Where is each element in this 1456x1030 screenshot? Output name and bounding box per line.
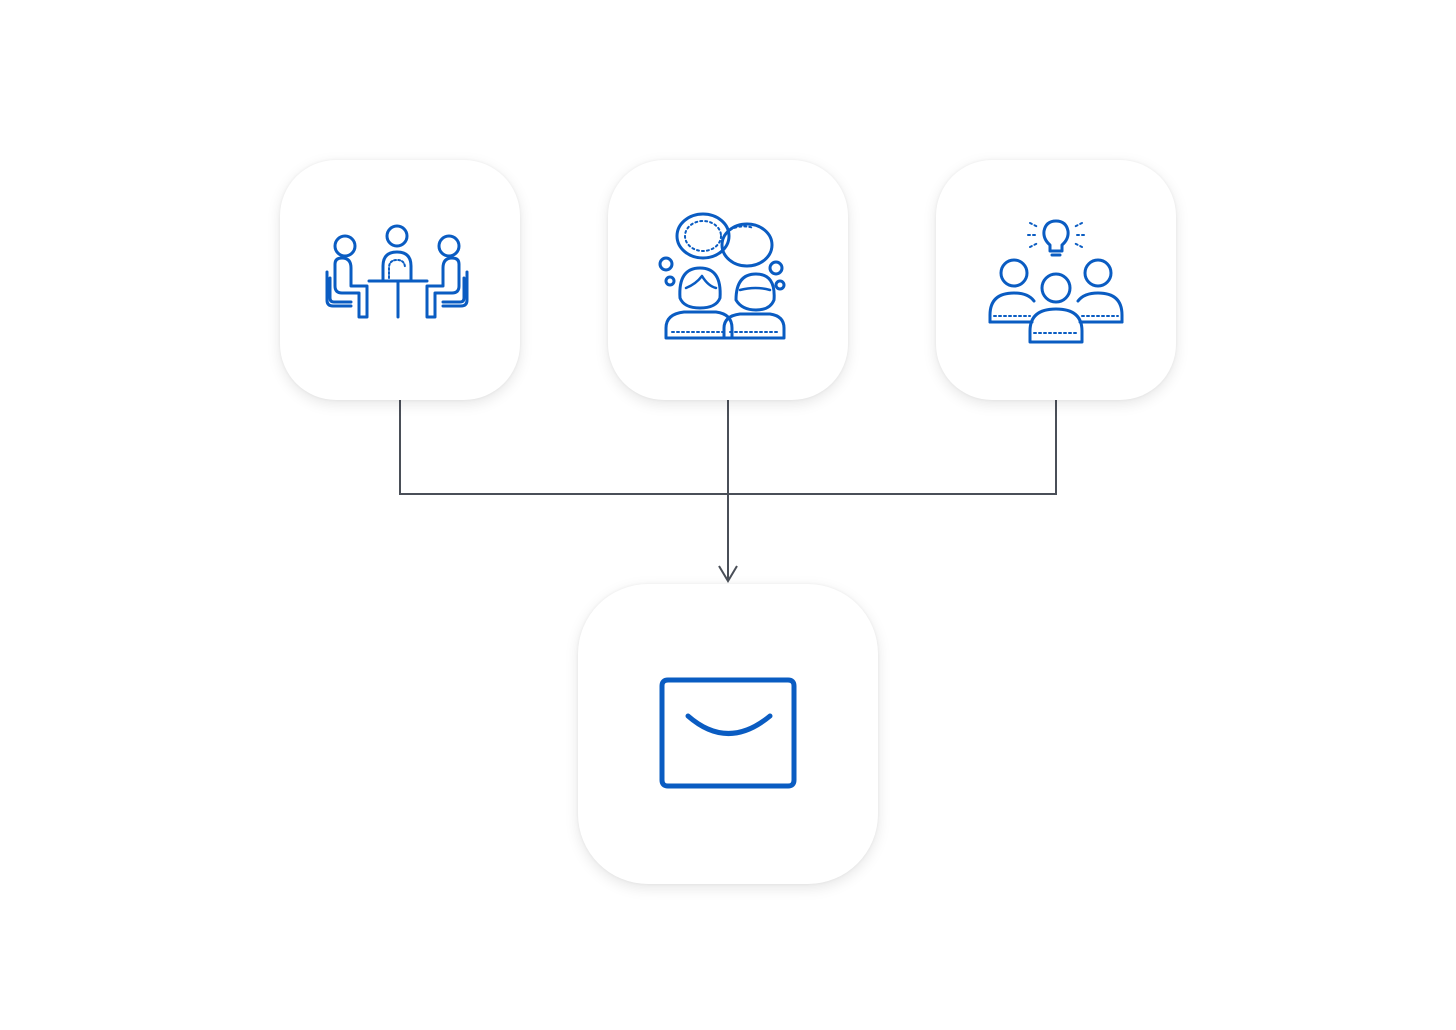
team-idea-lightbulb-icon <box>988 219 1124 344</box>
message-node[interactable] <box>578 584 878 884</box>
discussion-node[interactable] <box>608 160 848 400</box>
meeting-table-icon <box>325 224 469 319</box>
meeting-node[interactable] <box>280 160 520 400</box>
arrowhead <box>718 565 738 583</box>
edge-meeting-to-message <box>399 400 728 495</box>
edge-ideas-to-message <box>728 400 1057 495</box>
envelope-icon <box>659 677 797 789</box>
discussion-bubbles-icon <box>658 212 786 340</box>
ideas-node[interactable] <box>936 160 1176 400</box>
